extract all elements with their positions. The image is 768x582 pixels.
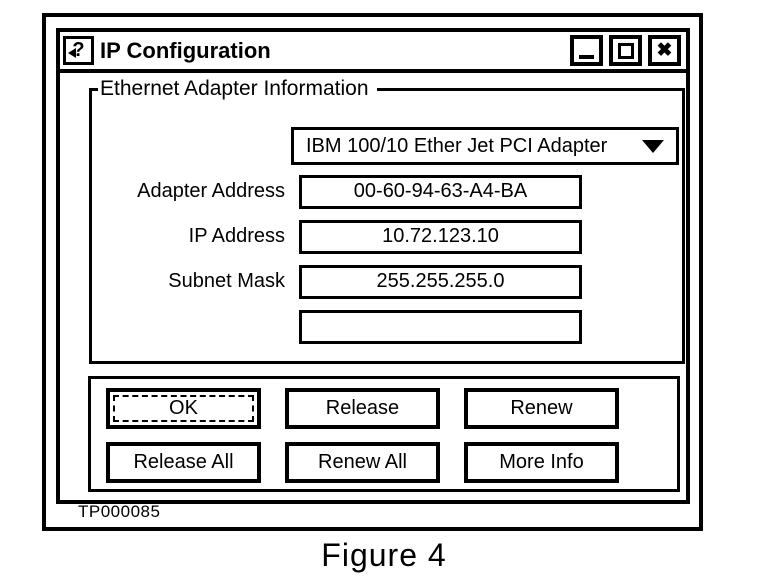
adapter-address-label: Adapter Address — [137, 180, 285, 202]
titlebar[interactable]: ? IP Configuration ✖ — [60, 32, 686, 73]
release-all-button[interactable]: Release All — [106, 442, 261, 483]
renew-button-label: Renew — [510, 397, 573, 419]
maximize-icon — [617, 42, 634, 59]
chevron-down-icon[interactable] — [642, 139, 664, 153]
groupbox-title: Ethernet Adapter Information — [98, 77, 377, 101]
subnet-mask-label: Subnet Mask — [168, 270, 285, 292]
figure-border: ? IP Configuration ✖ Ethernet Adapter In… — [42, 13, 703, 531]
groupbox-content: IBM 100/10 Ether Jet PCI Adapter Adapter… — [92, 91, 682, 349]
ok-button-label: OK — [169, 397, 198, 419]
maximize-button[interactable] — [609, 35, 642, 66]
adapter-address-value: 00-60-94-63-A4-BA — [353, 180, 528, 202]
minimize-button[interactable] — [570, 35, 603, 66]
renew-all-button-label: Renew All — [318, 451, 407, 473]
more-info-button[interactable]: More Info — [464, 442, 619, 483]
ethernet-adapter-information-group: Ethernet Adapter Information IBM 100/10 … — [89, 77, 685, 364]
ok-button[interactable]: OK — [106, 388, 261, 429]
release-button-label: Release — [325, 397, 400, 419]
adapter-address-row: Adapter Address 00-60-94-63-A4-BA — [92, 169, 682, 214]
button-row-top: OK Release Renew — [106, 388, 677, 429]
ip-address-row: IP Address 10.72.123.10 — [92, 214, 682, 259]
release-button[interactable]: Release — [285, 388, 440, 429]
plate-id: TP000085 — [78, 502, 161, 521]
renew-all-button[interactable]: Renew All — [285, 442, 440, 483]
subnet-mask-value: 255.255.255.0 — [376, 270, 505, 292]
pointer-arrow-icon — [68, 48, 76, 58]
empty-field-row — [92, 304, 682, 349]
minimize-icon — [579, 55, 594, 59]
figure-caption: Figure 4 — [321, 537, 447, 573]
renew-button[interactable]: Renew — [464, 388, 619, 429]
window-title: IP Configuration — [100, 37, 271, 63]
button-row-bottom: Release All Renew All More Info — [106, 442, 677, 483]
subnet-mask-field[interactable]: 255.255.255.0 — [299, 264, 582, 299]
ip-address-value: 10.72.123.10 — [382, 225, 499, 247]
adapter-select-value: IBM 100/10 Ether Jet PCI Adapter — [306, 134, 608, 157]
adapter-address-field[interactable]: 00-60-94-63-A4-BA — [299, 174, 582, 209]
subnet-mask-row: Subnet Mask 255.255.255.0 — [92, 259, 682, 304]
more-info-button-label: More Info — [499, 451, 584, 473]
close-icon: ✖ — [656, 40, 673, 61]
close-button[interactable]: ✖ — [648, 35, 681, 66]
window-controls: ✖ — [570, 35, 681, 66]
release-all-button-label: Release All — [133, 451, 234, 473]
adapter-select[interactable]: IBM 100/10 Ether Jet PCI Adapter — [291, 127, 679, 165]
button-panel: OK Release Renew Release All Renew All M… — [88, 376, 680, 492]
ip-address-field[interactable]: 10.72.123.10 — [299, 219, 582, 254]
ip-configuration-window: ? IP Configuration ✖ Ethernet Adapter In… — [56, 28, 690, 504]
whats-this-help-button[interactable]: ? — [63, 36, 94, 65]
empty-field[interactable] — [299, 309, 582, 344]
adapter-select-row: IBM 100/10 Ether Jet PCI Adapter — [92, 127, 682, 169]
ip-address-label: IP Address — [188, 225, 285, 247]
